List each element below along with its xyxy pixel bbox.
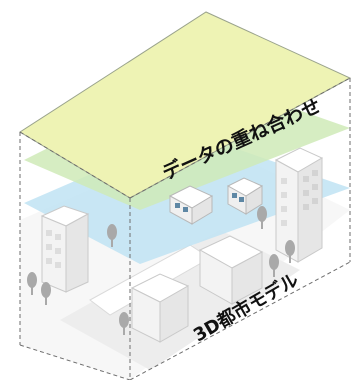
building-bottom-right bbox=[198, 235, 264, 305]
buildings bbox=[40, 147, 324, 343]
building-bottom-left bbox=[130, 273, 190, 343]
trees bbox=[27, 206, 295, 335]
model-frame bbox=[19, 77, 351, 380]
building-right-tall bbox=[274, 147, 324, 263]
house-cluster bbox=[168, 177, 264, 225]
building-left-tall bbox=[40, 205, 90, 293]
